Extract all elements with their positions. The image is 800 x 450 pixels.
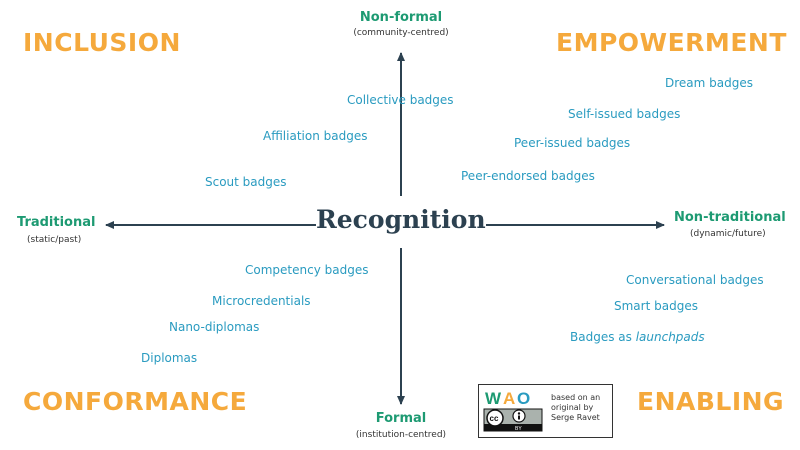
svg-text:A: A <box>503 389 515 408</box>
wao-logo-text: W <box>485 389 502 408</box>
axis-right-title: Non-traditional <box>674 210 786 225</box>
axis-left-title: Traditional <box>17 215 96 230</box>
corner-conformance: CONFORMANCE <box>23 387 248 416</box>
axis-bottom-sub: (institution-centred) <box>355 430 447 440</box>
label-peer-endorsed-badges: Peer-endorsed badges <box>461 169 595 183</box>
credit-box: W A O cc BY based on an original by Serg… <box>478 384 613 438</box>
launchpads-prefix: Badges as <box>570 330 636 344</box>
launchpads-emphasis: launchpads <box>635 330 705 344</box>
label-diplomas: Diplomas <box>141 351 198 365</box>
credit-line-2: original by <box>551 403 594 412</box>
axis-left-sub: (static/past) <box>27 235 82 245</box>
corner-empowerment: EMPOWERMENT <box>556 28 787 57</box>
axis-right-sub: (dynamic/future) <box>690 229 766 239</box>
label-peer-issued-badges: Peer-issued badges <box>514 136 631 150</box>
label-smart-badges: Smart badges <box>614 299 698 313</box>
label-competency-badges: Competency badges <box>245 263 369 277</box>
label-conversational-badges: Conversational badges <box>626 273 764 287</box>
corner-enabling: ENABLING <box>637 387 785 416</box>
label-dream-badges: Dream badges <box>665 76 753 90</box>
label-scout-badges: Scout badges <box>205 175 287 189</box>
credit-line-3: Serge Ravet <box>551 413 600 422</box>
label-self-issued-badges: Self-issued badges <box>568 107 681 121</box>
axis-top-sub: (community-centred) <box>353 28 449 38</box>
label-microcredentials: Microcredentials <box>212 294 311 308</box>
cc-by-text: BY <box>515 426 522 432</box>
credit-line-1: based on an <box>551 393 601 402</box>
wao-logo: W A O cc BY <box>483 389 543 432</box>
label-nano-diplomas: Nano-diplomas <box>169 320 260 334</box>
credit-text: based on an original by Serge Ravet <box>551 393 611 423</box>
label-collective-badges: Collective badges <box>347 93 454 107</box>
svg-text:cc: cc <box>490 414 499 423</box>
label-badges-as-launchpads: Badges as launchpads <box>570 330 705 344</box>
label-affiliation-badges: Affiliation badges <box>263 129 368 143</box>
center-recognition: Recognition <box>316 205 486 234</box>
svg-text:O: O <box>517 389 530 408</box>
axis-top-title: Non-formal <box>359 10 443 25</box>
corner-inclusion: INCLUSION <box>23 28 181 57</box>
axis-bottom-title: Formal <box>375 411 427 426</box>
